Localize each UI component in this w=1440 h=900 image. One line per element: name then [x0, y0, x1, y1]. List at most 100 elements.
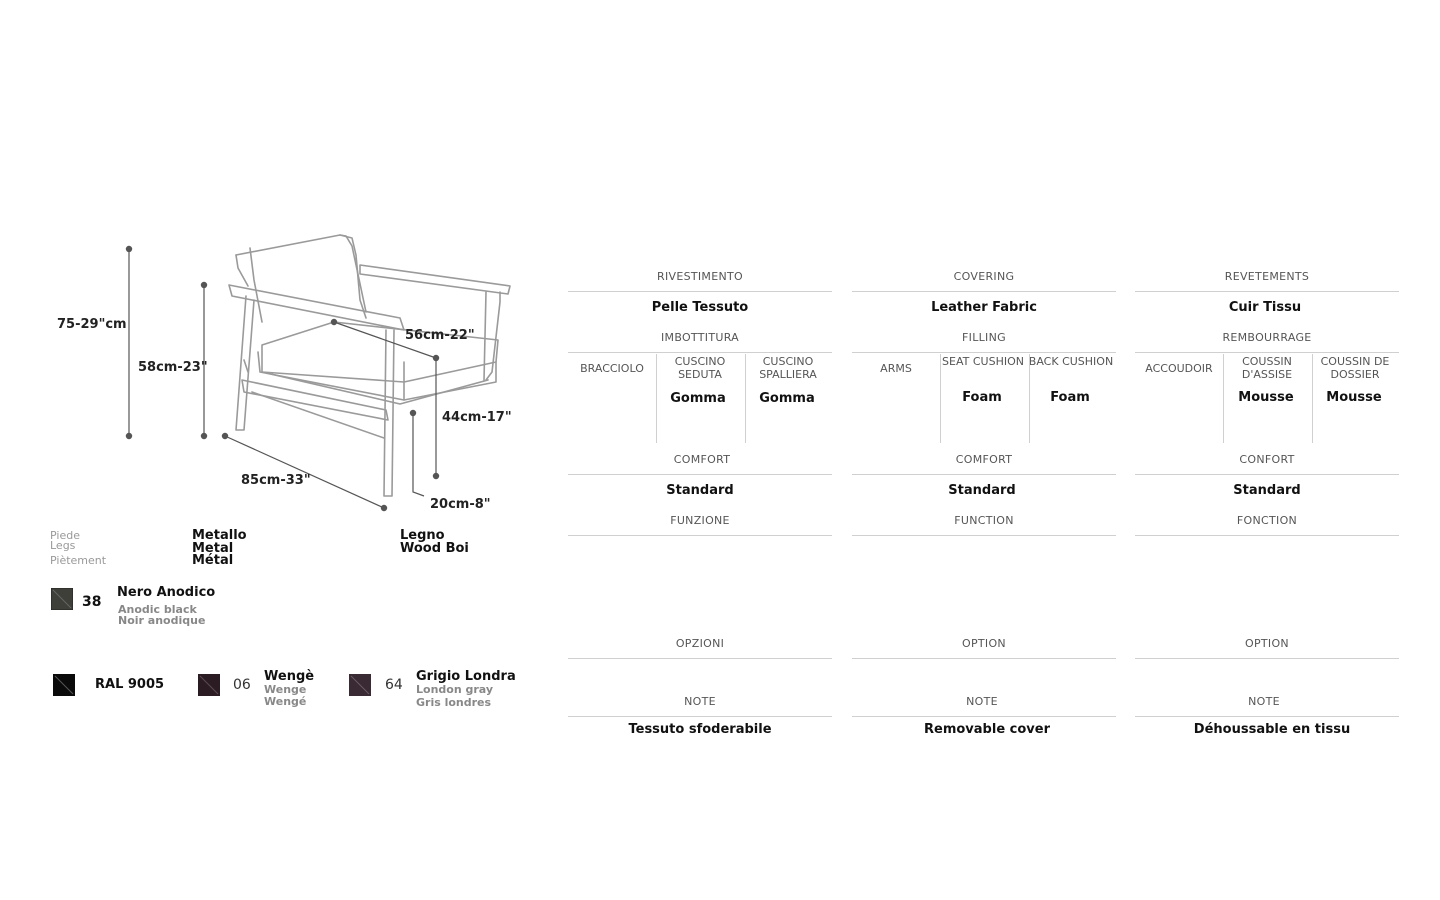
seat-cushion-label: COUSSIN D'ASSISE	[1241, 355, 1293, 381]
comfort-label: COMFORT	[955, 453, 1013, 466]
legs-label-fr: Piètement	[50, 554, 107, 567]
legs-wood-en: Wood Boi	[400, 541, 469, 556]
filling-label: IMBOTTITURA	[660, 331, 740, 344]
finish-sub-fr-nero: Noir anodique	[118, 614, 206, 627]
function-label: FUNCTION	[954, 514, 1014, 527]
filling-label: REMBOURRAGE	[1222, 331, 1312, 344]
seat-cushion-value: Mousse	[1238, 390, 1294, 405]
dim-depth: 85cm-33"	[241, 473, 311, 488]
back-cushion-label: BACK CUSHION	[1028, 355, 1114, 368]
covering-value: Leather Fabric	[931, 300, 1037, 315]
seat-cushion-value: Foam	[962, 390, 1002, 405]
arms-label: BRACCIOLO	[580, 362, 644, 375]
divider	[568, 535, 832, 536]
finish-code-ral: RAL 9005	[95, 677, 165, 692]
divider	[568, 291, 832, 292]
comfort-label: CONFORT	[1239, 453, 1295, 466]
finish-code-06: 06	[233, 677, 251, 693]
function-label: FONCTION	[1236, 514, 1298, 527]
finish-sub-en-wenge: Wenge	[264, 683, 307, 696]
finish-name-nero: Nero Anodico	[117, 585, 216, 600]
back-cushion-value: Mousse	[1326, 390, 1382, 405]
divider	[568, 658, 832, 659]
note-label: NOTE	[966, 695, 998, 708]
divider	[1135, 352, 1399, 353]
divider	[852, 474, 1116, 475]
spec-column-french: REVETEMENTS Cuir Tissu REMBOURRAGE ACCOU…	[1135, 0, 1399, 900]
divider	[745, 354, 746, 443]
spec-column-italian: RIVESTIMENTO Pelle Tessuto IMBOTTITURA B…	[568, 0, 832, 900]
swatch-ral-9005[interactable]	[53, 674, 75, 696]
legs-label-it: Piede	[50, 529, 80, 542]
note-value: Tessuto sfoderabile	[628, 722, 772, 737]
finish-sub-fr-wenge: Wengé	[264, 695, 307, 708]
arms-label: ARMS	[880, 362, 912, 375]
covering-value: Cuir Tissu	[1228, 300, 1302, 315]
back-cushion-value: Gomma	[759, 391, 815, 406]
legs-metal-en: Metal	[192, 541, 234, 556]
option-label: OPTION	[1245, 637, 1289, 650]
divider	[1135, 291, 1399, 292]
function-label: FUNZIONE	[670, 514, 730, 527]
divider	[1135, 716, 1399, 717]
divider	[852, 535, 1116, 536]
seat-cushion-label: SEAT CUSHION	[942, 355, 1024, 368]
note-label: NOTE	[1248, 695, 1280, 708]
swatch-grigio-londra[interactable]	[349, 674, 371, 696]
divider	[1029, 354, 1030, 443]
finish-sub-en-grigio: London gray	[416, 683, 494, 696]
divider	[852, 658, 1116, 659]
covering-label: RIVESTIMENTO	[657, 270, 743, 283]
finish-name-wenge: Wengè	[264, 669, 315, 684]
divider	[1135, 535, 1399, 536]
dim-seat-depth: 56cm-22"	[405, 328, 475, 343]
legs-metal-it: Metallo	[192, 528, 247, 543]
swatch-wenge[interactable]	[198, 674, 220, 696]
covering-label: REVETEMENTS	[1224, 270, 1310, 283]
finish-code-38: 38	[82, 594, 102, 610]
legs-metal-fr: Métal	[192, 553, 234, 568]
seat-cushion-value: Gomma	[670, 391, 726, 406]
comfort-value: Standard	[1233, 483, 1301, 498]
back-cushion-value: Foam	[1050, 390, 1090, 405]
note-label: NOTE	[684, 695, 716, 708]
option-label: OPTION	[962, 637, 1006, 650]
legs-label-en: Legs	[50, 539, 76, 552]
dim-total-height: 75-29"cm	[57, 317, 127, 332]
divider	[656, 354, 657, 443]
dim-seat-height: 44cm-17"	[442, 410, 512, 425]
back-cushion-label: COUSSIN DE DOSSIER	[1320, 355, 1390, 381]
seat-cushion-label: CUSCINO SEDUTA	[674, 355, 726, 381]
covering-label: COVERING	[953, 270, 1015, 283]
dim-leg-height: 20cm-8"	[430, 497, 491, 512]
option-label: OPZIONI	[675, 637, 725, 650]
divider	[568, 716, 832, 717]
filling-label: FILLING	[962, 331, 1006, 344]
note-value: Déhoussable en tissu	[1193, 722, 1351, 737]
arms-label: ACCOUDOIR	[1145, 362, 1213, 375]
divider	[852, 716, 1116, 717]
finish-sub-en-nero: Anodic black	[118, 603, 197, 616]
spec-column-english: COVERING Leather Fabric FILLING ARMS SEA…	[852, 0, 1116, 900]
back-cushion-label: CUSCINO SPALLIERA	[759, 355, 817, 381]
note-value: Removable cover	[924, 722, 1050, 737]
divider	[852, 291, 1116, 292]
divider	[568, 474, 832, 475]
divider	[1135, 658, 1399, 659]
dim-arm-height: 58cm-23"	[138, 360, 208, 375]
swatch-nero-anodico[interactable]	[51, 588, 73, 610]
comfort-value: Standard	[948, 483, 1016, 498]
divider	[1223, 354, 1224, 443]
finish-code-64: 64	[385, 677, 403, 693]
divider	[568, 352, 832, 353]
divider	[1312, 354, 1313, 443]
divider	[852, 352, 1116, 353]
divider	[940, 354, 941, 443]
legs-wood-it: Legno	[400, 528, 445, 543]
covering-value: Pelle Tessuto	[651, 300, 749, 315]
finish-name-grigio: Grigio Londra	[416, 669, 516, 684]
comfort-label: COMFORT	[673, 453, 731, 466]
comfort-value: Standard	[666, 483, 734, 498]
armchair-drawing	[125, 234, 511, 512]
finish-sub-fr-grigio: Gris londres	[416, 696, 492, 709]
